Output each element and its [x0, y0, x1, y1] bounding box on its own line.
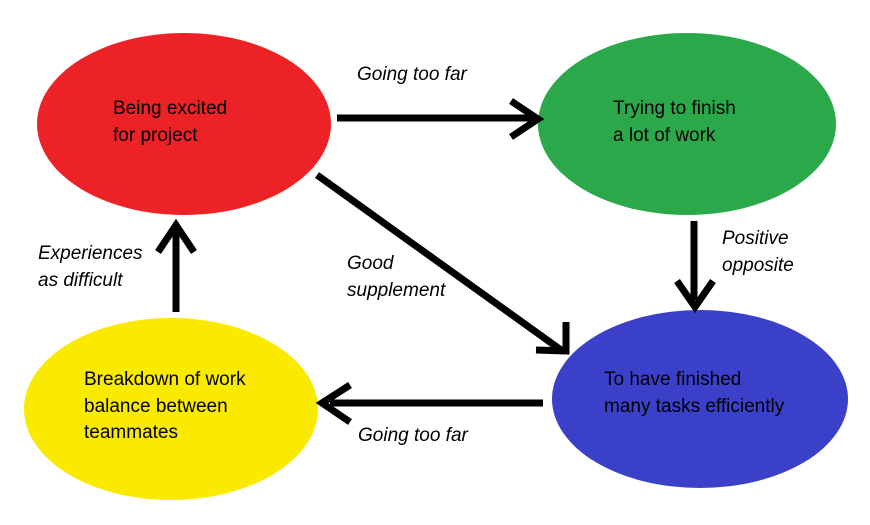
node-ellipse-green[interactable]	[538, 33, 836, 215]
arrow-blue-to-yellow	[315, 382, 543, 425]
arrow-yellow-to-red	[155, 218, 197, 312]
edge-label-going-too-far-bottom: Going too far	[358, 425, 468, 446]
edge-label-experiences-as-difficult: Experiences as difficult	[38, 243, 143, 291]
node-ellipse-red[interactable]	[37, 33, 331, 215]
node-ellipse-blue[interactable]	[552, 310, 848, 488]
arrow-red-to-blue	[314, 172, 570, 355]
arrow-green-to-blue	[674, 221, 716, 314]
edge-label-good-supplement: Good supplement	[347, 253, 446, 301]
arrow-red-to-green	[337, 98, 545, 140]
edge-label-positive-opposite: Positive opposite	[722, 228, 794, 276]
edge-label-going-too-far-top: Going too far	[357, 64, 467, 85]
node-ellipse-yellow[interactable]	[24, 318, 318, 500]
